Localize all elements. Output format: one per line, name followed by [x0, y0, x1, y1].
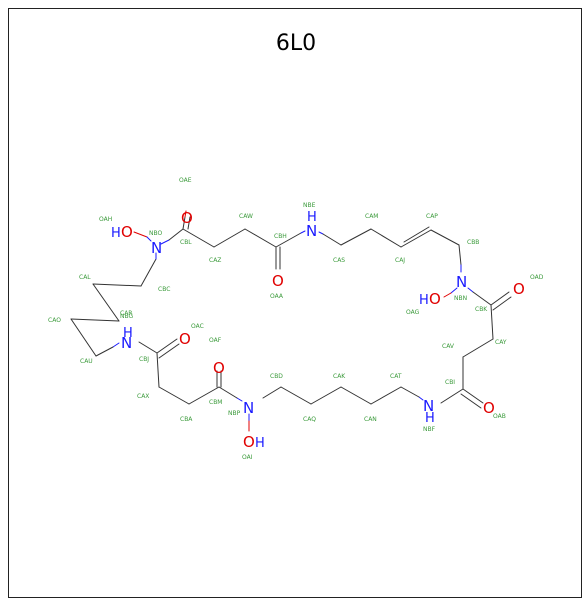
heteroatoms: O H O N O H N N H O O H N O O N O H N H … [111, 209, 525, 451]
label-nbe: NBE [303, 202, 316, 209]
atom-h-oai: H [255, 436, 265, 451]
label-cal: CAL [79, 274, 91, 281]
label-caz: CAZ [209, 257, 221, 264]
molecule-structure: O H O N O H N N H O O H N O O N O H N H … [48, 177, 544, 461]
atom-o-oad: O [513, 280, 525, 298]
label-caw: CAW [239, 213, 253, 220]
label-can: CAN [364, 416, 377, 423]
label-cbc: CBC [158, 286, 170, 293]
atom-name-labels: OAE OAH NBO CBL CAW CAZ CBH NBE CAM CAS … [48, 177, 544, 461]
atom-o-oah: O [121, 223, 133, 241]
label-cat: CAT [390, 373, 402, 380]
label-cak: CAK [333, 373, 346, 380]
label-oaf: OAF [209, 337, 222, 344]
bond-lines [70, 210, 512, 432]
atom-o-oag: O [429, 290, 441, 308]
diagram-frame: 6L0 [8, 8, 582, 598]
label-cba: CBA [180, 416, 193, 423]
label-oaa: OAA [270, 293, 284, 300]
label-nbf: NBF [423, 426, 436, 433]
molecule-title: 6L0 [275, 31, 317, 56]
atom-h-nbe: H [307, 210, 317, 225]
atom-o-oab: O [483, 399, 495, 417]
label-cas: CAS [333, 257, 345, 264]
label-cap: CAP [426, 213, 438, 220]
atom-o-oae: O [181, 209, 193, 227]
label-oab: OAB [493, 413, 506, 420]
label-cam: CAM [365, 213, 378, 220]
atom-o-oai: O [243, 433, 255, 451]
label-caj: CAJ [395, 257, 405, 264]
atom-n-nbn: N [456, 273, 467, 291]
label-cbi: CBI [445, 379, 455, 386]
label-cax: CAX [137, 393, 149, 400]
label-oah: OAH [99, 216, 112, 223]
atom-o-oac: O [179, 330, 191, 348]
atom-n-nbg: N [121, 334, 132, 352]
label-cao: CAO [48, 317, 61, 324]
label-cbm: CBM [209, 399, 222, 406]
label-cay: CAY [495, 339, 507, 346]
label-nbg: NBG [120, 313, 133, 320]
label-cbj: CBJ [139, 356, 149, 363]
label-nbo: NBO [149, 230, 162, 237]
atom-h-oag: H [419, 293, 429, 308]
atom-n-nbe: N [306, 222, 317, 240]
label-cbk: CBK [475, 306, 488, 313]
label-nbn: NBN [454, 295, 467, 302]
atom-o-oaa: O [272, 272, 284, 290]
label-cbh: CBH [274, 233, 287, 240]
label-cbl: CBL [180, 239, 192, 246]
label-car: CAR [120, 310, 132, 317]
label-oae: OAE [179, 177, 192, 184]
atom-h-oah: H [111, 226, 121, 241]
atom-n-nbo: N [151, 239, 162, 257]
label-cbb: CBB [467, 239, 479, 246]
atom-o-oaf: O [213, 359, 225, 377]
label-oac: OAC [191, 323, 204, 330]
label-oag: OAG [406, 309, 420, 316]
atom-h-nbf: H [425, 411, 435, 426]
atom-n-nbf: N [423, 397, 434, 415]
atom-h-nbg: H [123, 326, 133, 341]
label-cau: CAU [80, 358, 93, 365]
label-oai: OAI [242, 454, 253, 461]
label-cbd: CBD [270, 373, 283, 380]
label-caq: CAQ [303, 416, 316, 423]
label-nbp: NBP [228, 410, 241, 417]
label-cav: CAV [442, 343, 455, 350]
label-oad: OAD [530, 274, 544, 281]
atom-n-nbp: N [243, 399, 254, 417]
